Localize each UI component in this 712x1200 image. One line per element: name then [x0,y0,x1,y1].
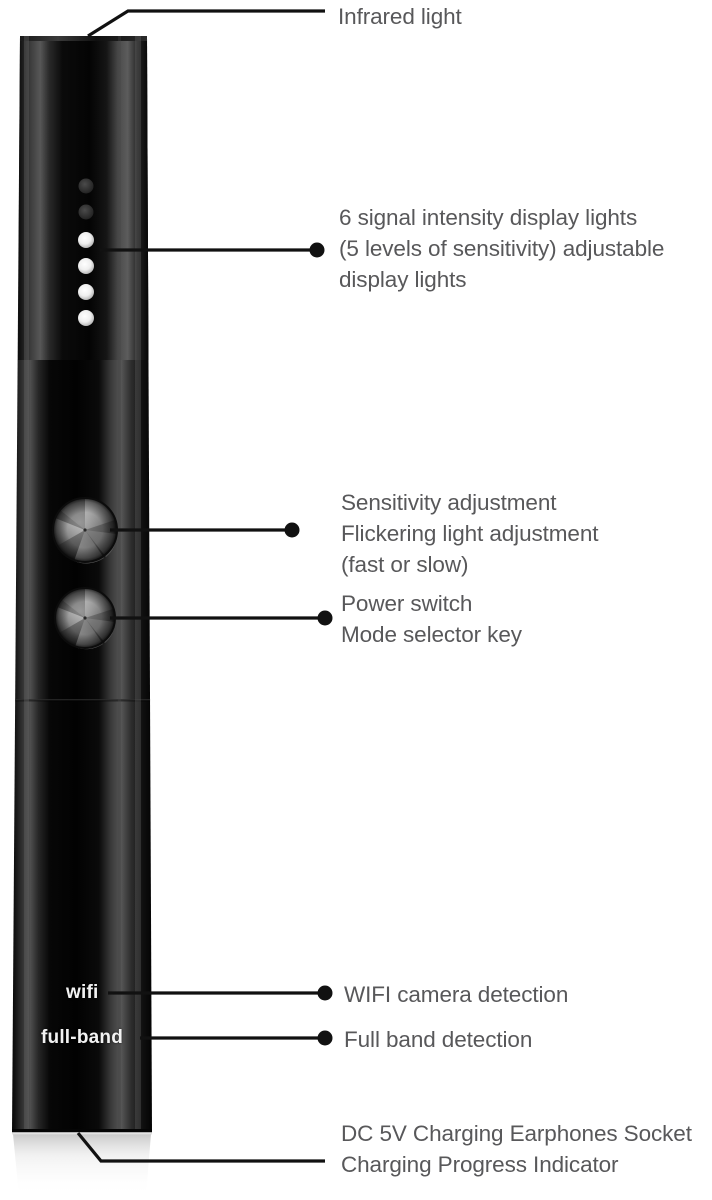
callout-line: Sensitivity adjustment [341,490,557,515]
callout-line: display lights [339,267,467,292]
callout-infrared-light: Infrared light [338,1,462,32]
indicator-light-6 [78,310,94,326]
callout-line: Full band detection [344,1027,533,1052]
leader-dot-wifi-detection [317,985,333,1001]
indicator-light-3 [78,232,94,248]
callout-line: (fast or slow) [341,552,469,577]
callout-signal-lights: 6 signal intensity display lights (5 lev… [339,202,664,295]
signal-indicator-lights [78,178,94,326]
leader-dot-power [317,610,333,626]
device-label-wifi: wifi [66,982,99,1003]
indicator-light-4 [78,258,94,274]
callout-full-band-detection: Full band detection [344,1024,532,1055]
callout-line: Power switch [341,591,473,616]
callout-line: Flickering light adjustment [341,521,599,546]
callout-line: Charging Progress Indicator [341,1152,619,1177]
indicator-light-5 [78,284,94,300]
power-button[interactable] [54,587,116,650]
device-illustration [0,0,200,1200]
leader-dot-full-band-detection [317,1030,333,1046]
body-highlights [24,36,141,1133]
device-label-full-band: full-band [41,1027,124,1048]
callout-charging-socket: DC 5V Charging Earphones Socket Charging… [341,1118,692,1180]
device-reflection [13,1134,151,1196]
callout-power-switch: Power switch Mode selector key [341,588,522,650]
callout-line: WIFI camera detection [344,982,569,1007]
device-svg [12,36,152,1196]
leader-dot-signal-lights [309,242,325,258]
callout-line: 6 signal intensity display lights [339,205,638,230]
callout-line: DC 5V Charging Earphones Socket [341,1121,692,1146]
callout-line: (5 levels of sensitivity) adjustable [339,236,665,261]
body-seam [12,699,152,702]
callout-sensitivity-adjustment: Sensitivity adjustment Flickering light … [341,487,599,580]
indicator-light-1 [78,178,94,194]
callout-line: Infrared light [338,4,462,29]
device-body [12,36,152,1135]
indicator-light-2 [78,204,94,220]
leader-dot-sensitivity [284,522,300,538]
callout-wifi-camera-detection: WIFI camera detection [344,979,568,1010]
callout-line: Mode selector key [341,622,522,647]
sensitivity-button[interactable] [52,497,118,564]
